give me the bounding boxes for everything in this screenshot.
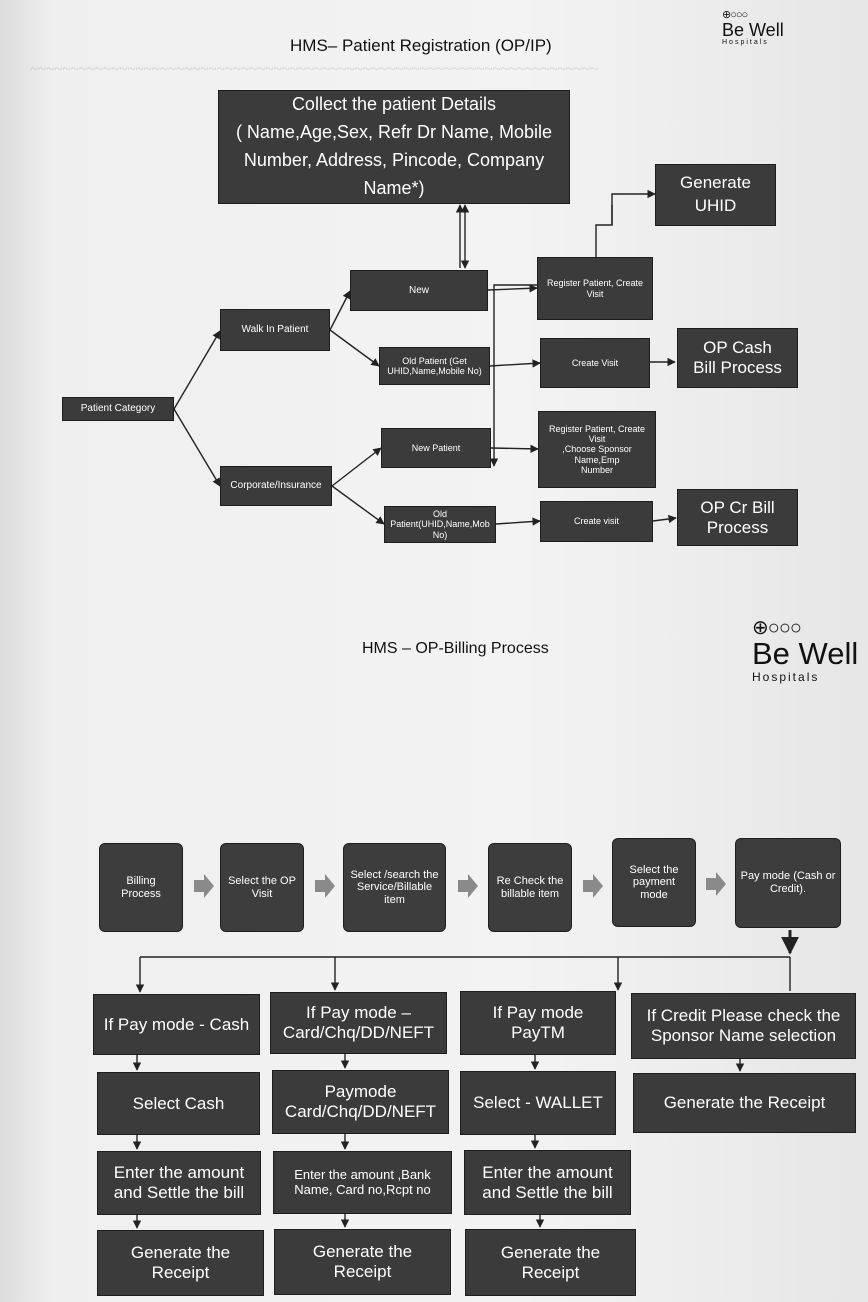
- step-arrow-3: [458, 874, 478, 898]
- op-cash-bill-box: OP Cash Bill Process: [677, 328, 798, 388]
- logo-mark: ⊕○○○: [752, 617, 802, 639]
- create-visit-corporate-box: Create visit: [540, 501, 653, 542]
- connector-collector: [493, 284, 537, 456]
- logo-name: Be Well: [752, 636, 859, 671]
- card-if-pay-mode-box: If Pay mode – Card/Chq/DD/NEFT: [270, 992, 447, 1054]
- connector-corp-new: [331, 447, 382, 487]
- connector-walkin-old: [329, 329, 380, 367]
- credit-generate-receipt-box: Generate the Receipt: [633, 1073, 856, 1133]
- bleed-through-text: ~~~~~~~~~~~~~~~~~~~~~~~~~~~~~~~~~~~~~~~~…: [30, 62, 599, 78]
- logo-sub: Hospitals: [722, 39, 769, 46]
- step-arrow-1: [194, 874, 214, 898]
- step-pay-mode: Pay mode (Cash or Credit).: [735, 838, 841, 928]
- billing-connectors: [132, 930, 799, 1229]
- card-generate-receipt-box: Generate the Receipt: [274, 1229, 451, 1295]
- step-select-service: Select /search the Service/Billable item: [343, 843, 446, 932]
- bewell-logo-bottom: ⊕○○○ Be Well Hospitals: [752, 618, 858, 684]
- connector-walkin-new: [329, 290, 351, 331]
- card-enter-amount-box: Enter the amount ,Bank Name, Card no,Rcp…: [273, 1151, 452, 1214]
- cash-enter-amount-box: Enter the amount and Settle the bill: [97, 1151, 261, 1215]
- cash-select-box: Select Cash: [97, 1072, 260, 1135]
- step-arrow-4: [583, 874, 603, 898]
- corporate-insurance-box: Corporate/Insurance: [220, 466, 332, 506]
- card-paymode-box: Paymode Card/Chq/DD/NEFT: [272, 1070, 449, 1134]
- connector-old-createvisit: [489, 359, 541, 368]
- paytm-select-wallet-box: Select - WALLET: [460, 1071, 616, 1135]
- patient-category-box: Patient Category: [62, 397, 174, 421]
- registration-connectors: [173, 189, 677, 526]
- register-create-visit-box: Register Patient, Create Visit: [537, 257, 653, 320]
- paytm-generate-receipt-box: Generate the Receipt: [465, 1229, 636, 1296]
- cash-if-pay-mode-box: If Pay mode - Cash: [93, 994, 260, 1055]
- logo-sub: Hospitals: [752, 670, 820, 684]
- step-select-payment-mode: Select the payment mode: [612, 838, 696, 927]
- credit-check-sponsor-box: If Credit Please check the Sponsor Name …: [631, 993, 856, 1059]
- step-select-op-visit: Select the OP Visit: [220, 843, 304, 932]
- billing-title: HMS – OP-Billing Process: [362, 640, 549, 657]
- step-billing-process: Billing Process: [99, 843, 183, 932]
- new-box: New: [350, 270, 488, 311]
- connector-category-corporate: [173, 408, 221, 487]
- new-patient-box: New Patient: [381, 428, 491, 468]
- op-cr-bill-box: OP Cr Bill Process: [677, 489, 798, 546]
- create-visit-box: Create Visit: [540, 338, 650, 388]
- connector-register-uhid: [595, 189, 656, 257]
- step-recheck-item: Re Check the billable item: [488, 843, 572, 932]
- cash-generate-receipt-box: Generate the Receipt: [97, 1230, 264, 1296]
- logo-mark: ⊕○○○: [722, 9, 748, 21]
- generate-uhid-box: Generate UHID: [655, 164, 776, 226]
- step-chevrons: [194, 872, 726, 898]
- old-patient-walkin-box: Old Patient (Get UHID,Name,Mobile No): [379, 347, 490, 385]
- connector-category-walkin: [173, 330, 221, 410]
- old-patient-corporate-box: Old Patient(UHID,Name,Mob No): [384, 506, 496, 543]
- connector-oldcorp-createvisit: [495, 517, 541, 526]
- registration-title: HMS– Patient Registration (OP/IP): [290, 36, 552, 55]
- register-sponsor-box: Register Patient, Create Visit ,Choose S…: [538, 411, 656, 488]
- connector-newpatient-sponsor: [490, 444, 539, 454]
- connector-createvisit-opcr: [652, 514, 677, 524]
- collect-patient-details-box: Collect the patient Details ( Name,Age,S…: [218, 90, 570, 204]
- paytm-enter-amount-box: Enter the amount and Settle the bill: [464, 1150, 631, 1215]
- step-arrow-2: [315, 874, 335, 898]
- connector-corp-old: [331, 485, 385, 525]
- bewell-logo-top: ⊕○○○ Be Well Hospitals: [722, 8, 784, 46]
- step-arrow-5: [706, 872, 726, 896]
- paytm-if-pay-mode-box: If Pay mode PayTM: [460, 991, 616, 1055]
- walk-in-patient-box: Walk In Patient: [220, 309, 330, 351]
- logo-name: Be Well: [722, 20, 784, 40]
- connector-new-register: [487, 284, 538, 293]
